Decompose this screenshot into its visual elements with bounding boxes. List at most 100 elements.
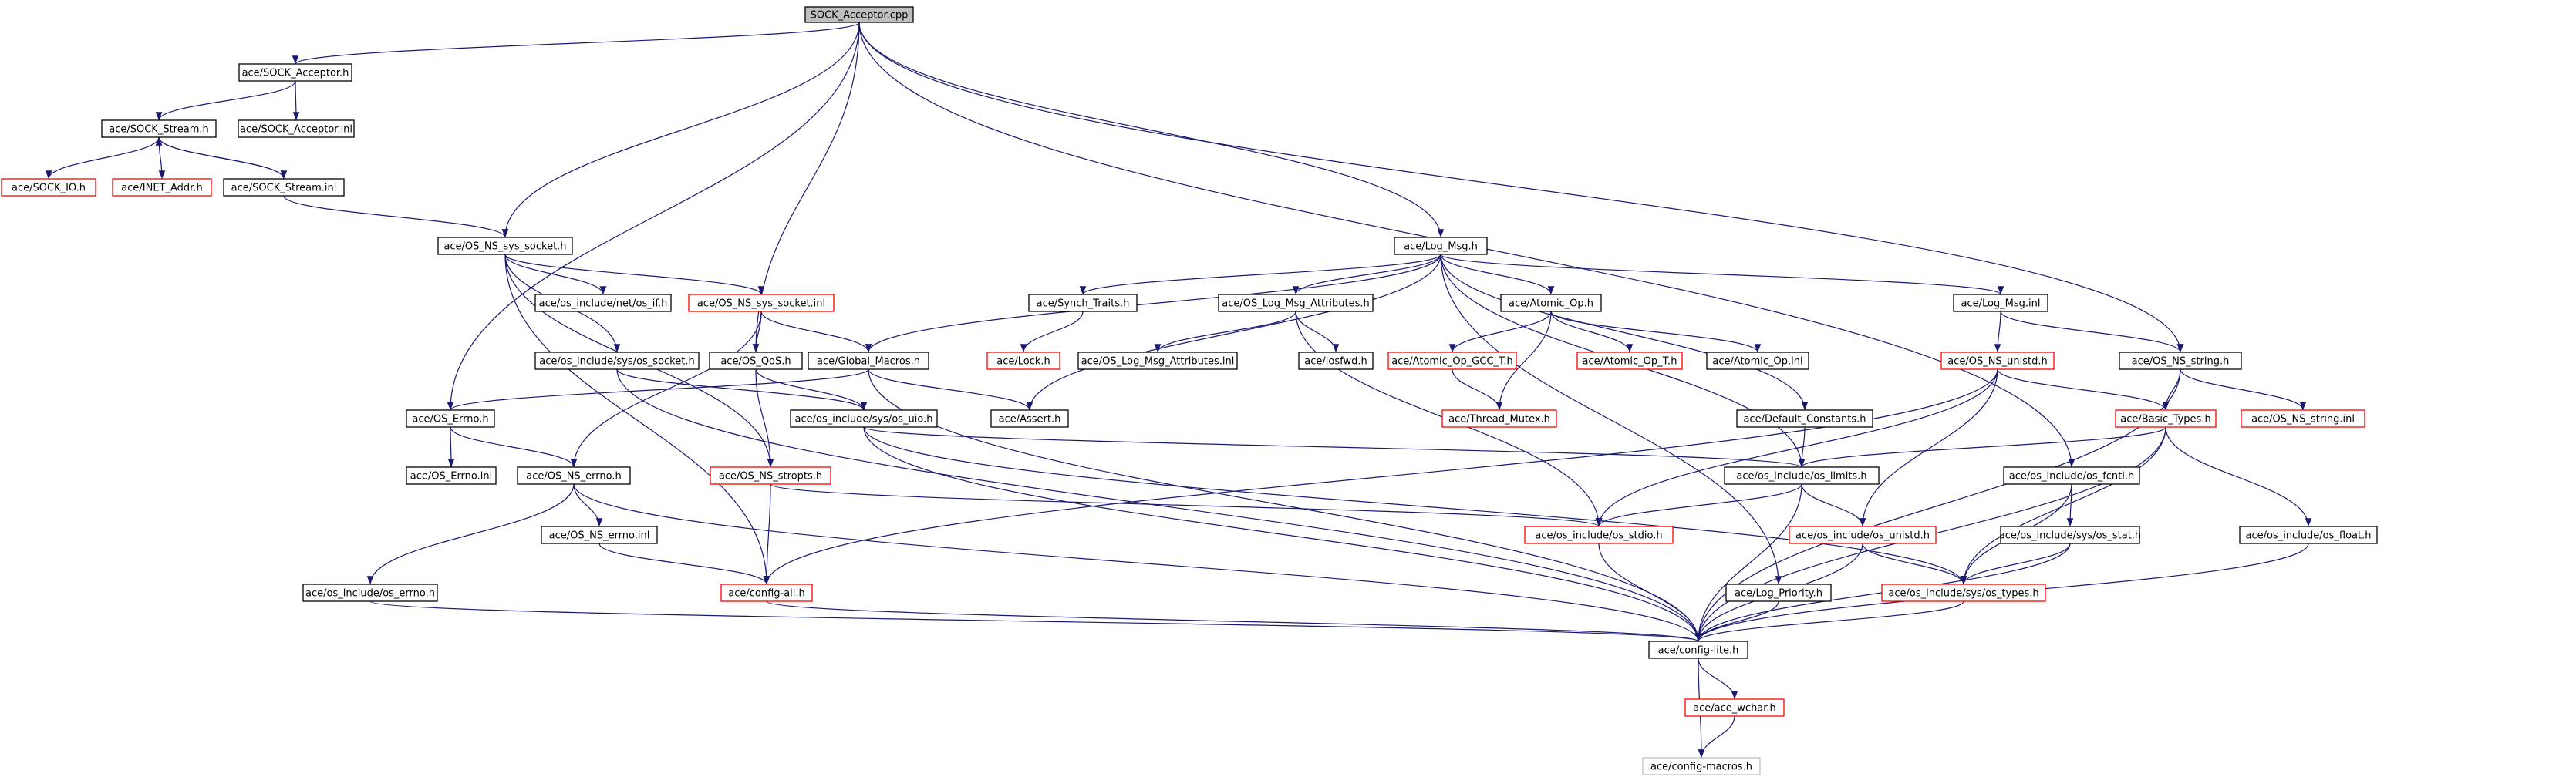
include-edge — [1495, 311, 1552, 411]
node-sockacc-h[interactable]: ace/SOCK_Acceptor.h — [238, 63, 352, 82]
node-box — [1387, 352, 1517, 370]
node-osnsstring-inl[interactable]: ace/OS_NS_string.inl — [2241, 409, 2365, 428]
node-label: ace/Global_Macros.h — [817, 356, 920, 368]
include-edge — [770, 483, 1602, 527]
node-box — [808, 352, 929, 370]
node-label: ace/config-all.h — [728, 588, 805, 600]
node-osnsunistd[interactable]: ace/OS_NS_unistd.h — [1940, 352, 2055, 370]
node-box — [2000, 526, 2140, 544]
node-defconst[interactable]: ace/Default_Constants.h — [1736, 409, 1873, 428]
node-oserrnoinc[interactable]: ace/os_include/os_errno.h — [302, 584, 438, 602]
node-osunistd[interactable]: ace/os_include/os_unistd.h — [1789, 526, 1937, 544]
node-label: ace/iosfwd.h — [1304, 356, 1367, 368]
node-basictypes[interactable]: ace/Basic_Types.h — [2115, 409, 2217, 428]
include-edge — [1960, 543, 2071, 585]
node-box — [1077, 352, 1238, 370]
node-stropts[interactable]: ace/OS_NS_stropts.h — [710, 466, 831, 485]
node-label: ace/os_include/os_float.h — [2245, 530, 2371, 542]
node-synchtraits[interactable]: ace/Synch_Traits.h — [1028, 294, 1138, 312]
node-logprio[interactable]: ace/Log_Priority.h — [1725, 584, 1832, 602]
node-sysstat[interactable]: ace/os_include/sys/os_stat.h — [1999, 526, 2141, 544]
node-syssocket[interactable]: ace/os_include/sys/os_socket.h — [534, 352, 700, 370]
node-label: ace/os_include/os_stdio.h — [1535, 530, 1662, 542]
node-globalmacros[interactable]: ace/Global_Macros.h — [808, 352, 929, 370]
node-osnserrno-inl[interactable]: ace/OS_NS_errno.inl — [541, 526, 658, 544]
include-edge — [1440, 254, 1782, 585]
node-osstdio[interactable]: ace/os_include/os_stdio.h — [1524, 526, 1674, 544]
node-logmsg-inl[interactable]: ace/Log_Msg.inl — [1953, 294, 2048, 312]
node-box — [804, 6, 914, 23]
node-box — [2241, 409, 2365, 428]
node-configall[interactable]: ace/config-all.h — [720, 584, 813, 602]
node-label: ace/os_include/os_fcntl.h — [2009, 471, 2134, 483]
include-edge — [1694, 600, 1779, 642]
node-iosfwd[interactable]: ace/iosfwd.h — [1298, 352, 1374, 370]
node-sockstream-h[interactable]: ace/SOCK_Stream.h — [101, 119, 217, 138]
node-atomicop-h[interactable]: ace/Atomic_Op.h — [1500, 294, 1602, 312]
include-edge — [863, 426, 1967, 585]
node-atomic-inl[interactable]: ace/Atomic_Op.inl — [1706, 352, 1809, 370]
node-oserrno-inl[interactable]: ace/OS_Errno.inl — [406, 466, 497, 485]
node-configlite[interactable]: ace/config-lite.h — [1648, 641, 1748, 659]
node-label: ace/OS_NS_unistd.h — [1947, 356, 2048, 368]
node-sockstream-inl[interactable]: ace/SOCK_Stream.inl — [223, 178, 345, 197]
node-label: ace/SOCK_Stream.inl — [231, 183, 337, 194]
node-box — [1394, 237, 1488, 255]
include-edge — [755, 368, 774, 468]
node-osns-sock-inl[interactable]: ace/OS_NS_sys_socket.inl — [688, 294, 835, 312]
include-edge — [1452, 368, 1503, 411]
node-label: ace/OS_Errno.inl — [410, 471, 492, 483]
node-box — [1881, 584, 2046, 602]
node-lock[interactable]: ace/Lock.h — [986, 352, 1060, 370]
node-configmacros[interactable]: ace/config-macros.h — [1642, 757, 1761, 775]
node-box — [2003, 466, 2140, 485]
node-box — [1648, 641, 1748, 659]
node-box — [710, 466, 831, 485]
node-netif[interactable]: ace/os_include/net/os_if.h — [534, 294, 672, 312]
include-edge — [501, 22, 860, 238]
include-edge — [504, 254, 607, 295]
node-osnserrno-h[interactable]: ace/OS_NS_errno.h — [517, 466, 631, 485]
node-box — [1724, 466, 1880, 485]
node-logmsg-h[interactable]: ace/Log_Msg.h — [1394, 237, 1488, 255]
node-oslimits[interactable]: ace/os_include/os_limits.h — [1724, 466, 1880, 485]
node-label: ace/config-macros.h — [1650, 762, 1752, 773]
include-edge — [292, 22, 860, 65]
node-oserrno-h[interactable]: ace/OS_Errno.h — [406, 409, 495, 428]
node-osfloat[interactable]: ace/os_include/os_float.h — [2239, 526, 2378, 544]
node-box — [1, 178, 96, 197]
node-label: ace/os_include/net/os_if.h — [539, 298, 668, 310]
include-edge — [1595, 368, 1998, 527]
node-osns-sock-h[interactable]: ace/OS_NS_sys_socket.h — [437, 237, 573, 255]
node-osnsstring-h[interactable]: ace/OS_NS_string.h — [2119, 352, 2242, 370]
node-threadmutex[interactable]: ace/Thread_Mutex.h — [1441, 409, 1557, 428]
node-sockio[interactable]: ace/SOCK_IO.h — [1, 178, 96, 197]
node-assert[interactable]: ace/Assert.h — [990, 409, 1069, 428]
include-edge — [1440, 254, 2004, 295]
include-edge — [447, 426, 455, 468]
node-label: ace/os_include/os_errno.h — [305, 588, 435, 600]
node-label: ace/OS_NS_stropts.h — [719, 471, 822, 483]
node-box — [101, 119, 217, 138]
node-systypes[interactable]: ace/os_include/sys/os_types.h — [1881, 584, 2046, 602]
node-label: ace/os_include/sys/os_socket.h — [539, 356, 694, 368]
include-edge — [616, 368, 1702, 642]
node-atomict[interactable]: ace/Atomic_Op_T.h — [1576, 352, 1683, 370]
node-sockacc-inl[interactable]: ace/SOCK_Acceptor.inl — [238, 119, 355, 138]
node-label: ace/OS_NS_string.inl — [2251, 414, 2355, 426]
node-box — [238, 63, 352, 82]
node-acewchar[interactable]: ace/ace_wchar.h — [1684, 698, 1785, 717]
node-inetaddr[interactable]: ace/INET_Addr.h — [112, 178, 212, 197]
node-box — [2115, 409, 2217, 428]
node-box — [1524, 526, 1674, 544]
node-logattr-inl[interactable]: ace/OS_Log_Msg_Attributes.inl — [1077, 352, 1238, 370]
node-label: ace/OS_NS_errno.inl — [549, 530, 650, 542]
node-osfcntl[interactable]: ace/os_include/os_fcntl.h — [2003, 466, 2140, 485]
node-atomicgcc[interactable]: ace/Atomic_Op_GCC_T.h — [1387, 352, 1517, 370]
node-box — [223, 178, 345, 197]
node-logattr-h[interactable]: ace/OS_Log_Msg_Attributes.h — [1218, 294, 1374, 312]
node-root[interactable]: SOCK_Acceptor.cpp — [804, 6, 914, 23]
node-box — [238, 119, 355, 138]
node-osqos[interactable]: ace/OS_QoS.h — [709, 352, 803, 370]
node-sysuio[interactable]: ace/os_include/sys/os_uio.h — [790, 409, 938, 428]
